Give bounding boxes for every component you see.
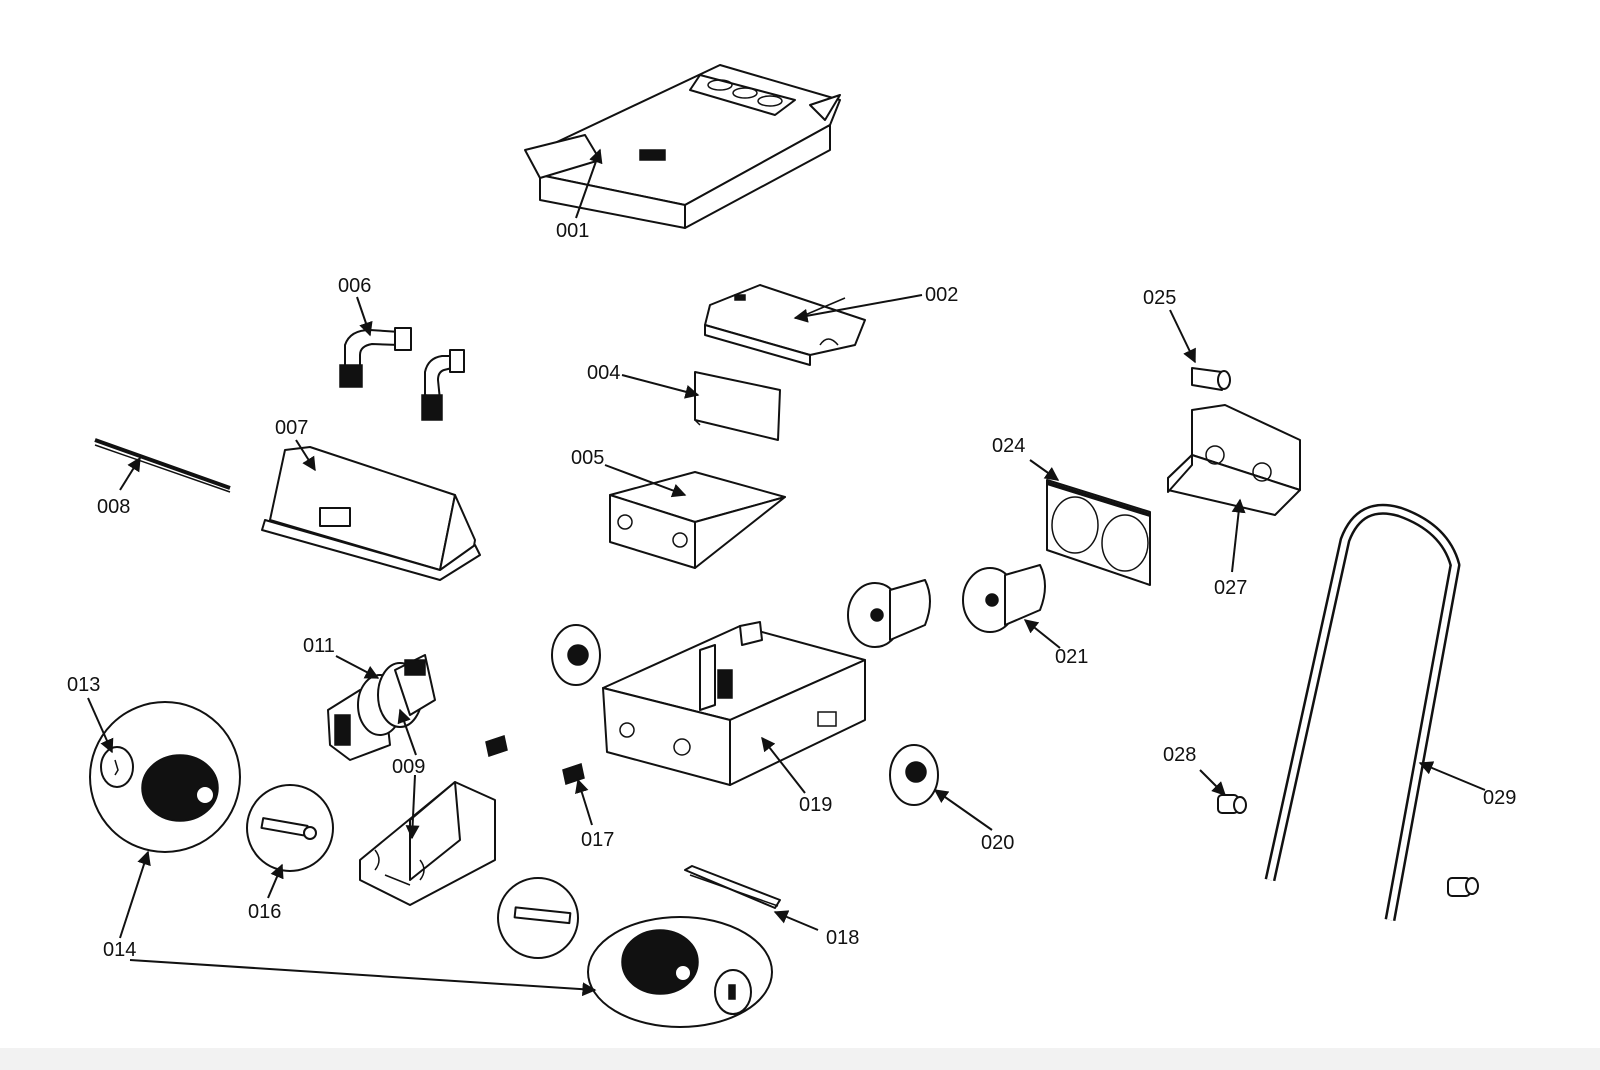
part-020-wheels xyxy=(551,624,939,806)
part-019-base-tray xyxy=(602,621,866,786)
part-016-pin-detail xyxy=(246,784,334,872)
callout-018: 018 xyxy=(826,927,860,949)
part-025-cylinder xyxy=(1191,367,1231,391)
callout-028: 028 xyxy=(1163,744,1197,766)
callout-016: 016 xyxy=(248,901,282,923)
part-013-014-brush-detail xyxy=(89,701,241,853)
callout-025: 025 xyxy=(1143,287,1177,309)
part-017-clips xyxy=(485,735,585,785)
leader-lines xyxy=(87,148,1486,997)
part-007-hood xyxy=(261,446,481,581)
callout-002: 002 xyxy=(925,284,959,306)
callout-011: 011 xyxy=(303,635,335,657)
callout-005: 005 xyxy=(571,447,605,469)
callout-029: 029 xyxy=(1483,787,1517,809)
part-024-double-plate xyxy=(1046,479,1151,586)
callout-024: 024 xyxy=(992,435,1026,457)
bottom-strip xyxy=(0,1048,1600,1070)
part-018-rail xyxy=(684,865,781,909)
callout-021: 021 xyxy=(1055,646,1089,668)
callout-027: 027 xyxy=(1214,577,1248,599)
part-011-motor xyxy=(327,654,436,761)
callout-013: 013 xyxy=(67,674,101,696)
callout-008: 008 xyxy=(97,496,131,518)
part-005-panel xyxy=(609,471,786,569)
part-028-knobs xyxy=(1217,794,1479,897)
part-006-hoses xyxy=(339,327,465,421)
part-009-motor-bracket xyxy=(359,781,496,906)
callout-009: 009 xyxy=(392,756,426,778)
callout-004: 004 xyxy=(587,362,621,384)
part-001-top-cover xyxy=(524,64,841,229)
part-004-plate xyxy=(694,371,781,441)
callout-007: 007 xyxy=(275,417,309,439)
part-002-bracket xyxy=(704,284,866,366)
callout-019: 019 xyxy=(799,794,833,816)
part-008-rod xyxy=(94,438,231,493)
callout-001: 001 xyxy=(556,220,590,242)
callout-020: 020 xyxy=(981,832,1015,854)
part-029-handle xyxy=(1264,503,1461,921)
callout-006: 006 xyxy=(338,275,372,297)
callout-014: 014 xyxy=(103,939,137,961)
part-021-vacuum-motors xyxy=(847,564,1046,648)
part-014-brush-detail-lower xyxy=(497,877,773,1028)
part-027-bracket-housing xyxy=(1167,404,1301,516)
callout-017: 017 xyxy=(581,829,615,851)
